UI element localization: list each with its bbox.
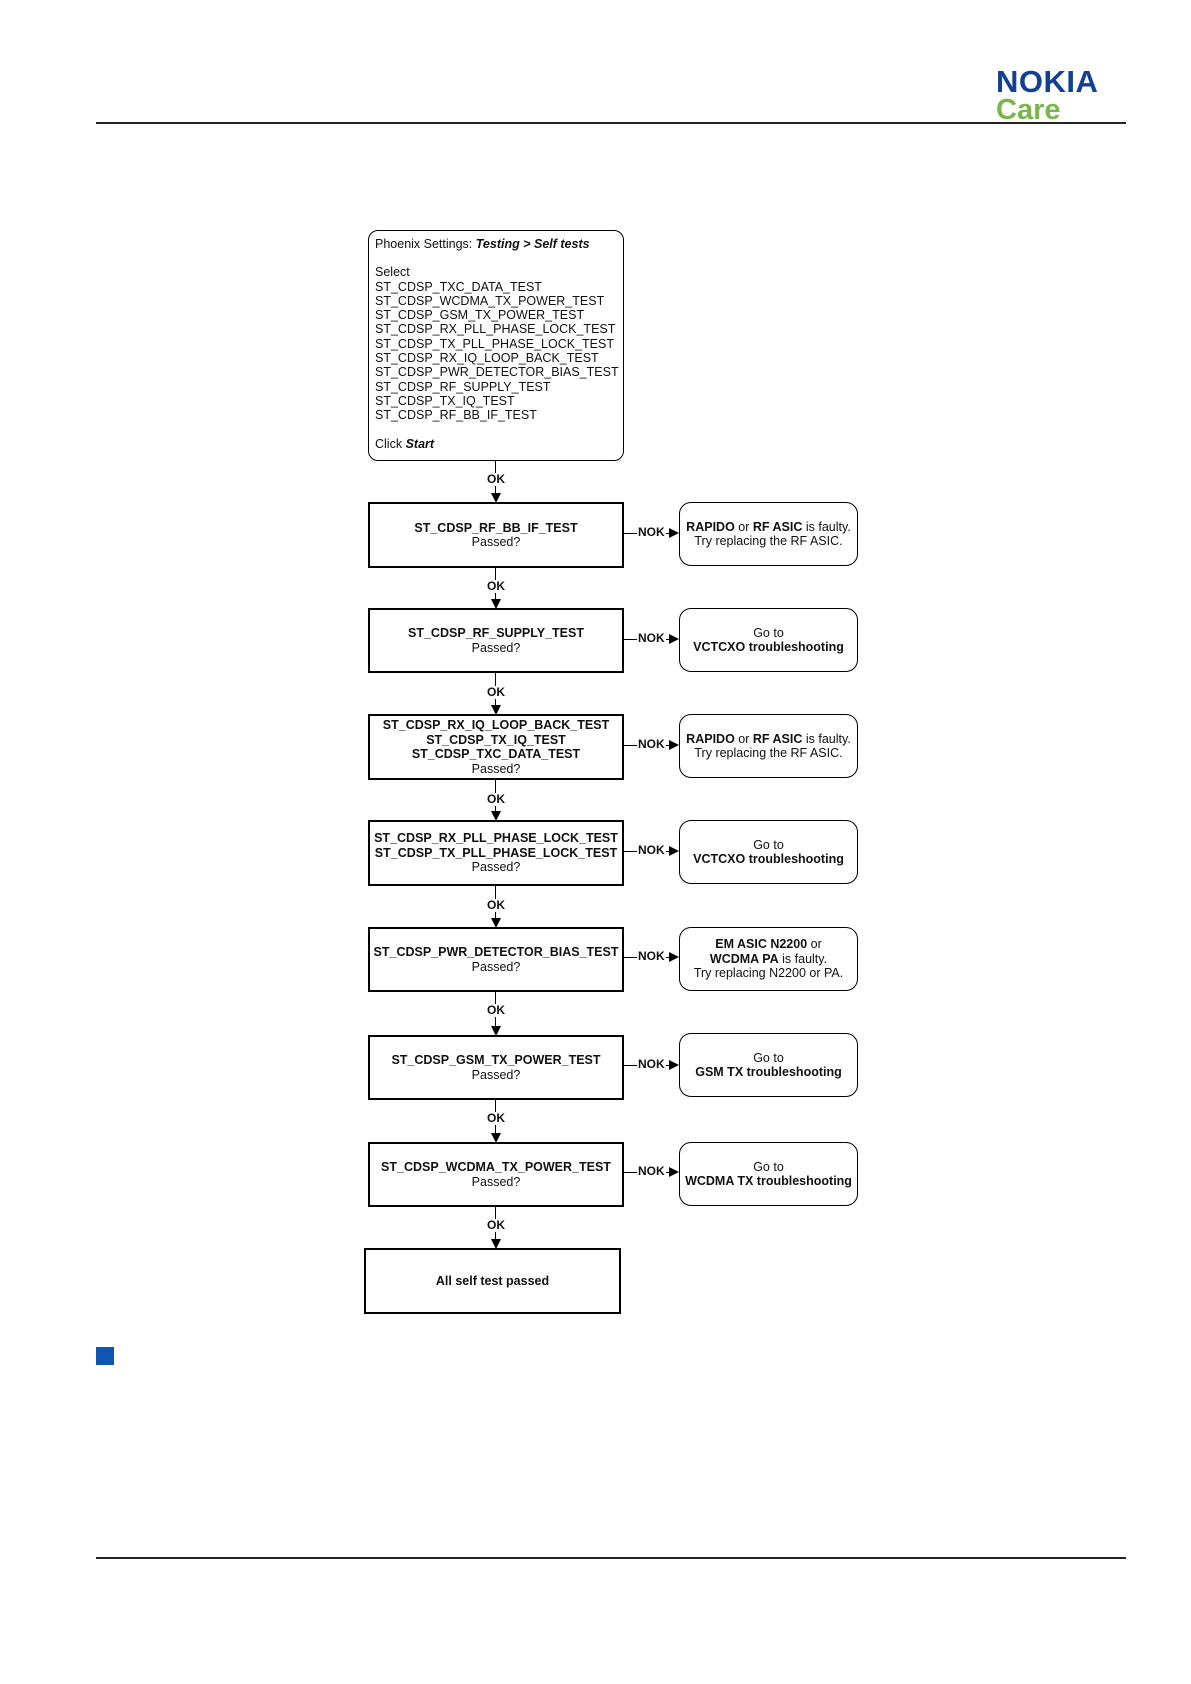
step-test-name: ST_CDSP_GSM_TX_POWER_TEST <box>391 1053 601 1067</box>
test-step-pwr-detector-bias: ST_CDSP_PWR_DETECTOR_BIAS_TEST Passed? <box>368 927 624 992</box>
result-wcdma-tx-troubleshooting: Go to WCDMA TX troubleshooting <box>679 1142 858 1206</box>
intro-test-item: ST_CDSP_TXC_DATA_TEST <box>375 279 542 294</box>
arrow-down <box>491 493 501 503</box>
footer-rule <box>96 1557 1126 1559</box>
final-text: All self test passed <box>435 1273 550 1288</box>
step-test-name: ST_CDSP_TXC_DATA_TEST <box>411 747 581 761</box>
ok-label: OK <box>486 1218 506 1232</box>
arrow-right <box>669 740 679 750</box>
test-step-iq-loop-back: ST_CDSP_RX_IQ_LOOP_BACK_TEST ST_CDSP_TX_… <box>368 714 624 780</box>
nok-label: NOK <box>637 1057 666 1071</box>
nokia-care-logo: NOKIA Care <box>996 66 1131 126</box>
passed-question: Passed? <box>471 959 521 974</box>
intro-test-item: ST_CDSP_TX_IQ_TEST <box>375 393 515 408</box>
ok-label: OK <box>486 1003 506 1017</box>
nok-label: NOK <box>637 525 666 539</box>
arrow-down <box>491 811 501 821</box>
ok-label: OK <box>486 579 506 593</box>
final-all-passed: All self test passed <box>364 1248 621 1314</box>
step-test-name: ST_CDSP_TX_PLL_PHASE_LOCK_TEST <box>374 845 618 860</box>
ok-label: OK <box>486 1111 506 1125</box>
arrow-right <box>669 1060 679 1070</box>
intro-click-start: Click Start <box>375 436 435 451</box>
test-step-pll-phase-lock: ST_CDSP_RX_PLL_PHASE_LOCK_TEST ST_CDSP_T… <box>368 820 624 886</box>
result-rapido-rf-asic: RAPIDO or RF ASIC is faulty. Try replaci… <box>679 502 858 566</box>
step-test-name: ST_CDSP_RX_IQ_LOOP_BACK_TEST <box>382 718 610 732</box>
arrow-down <box>491 599 501 609</box>
ok-label: OK <box>486 472 506 486</box>
result-vctcxo-troubleshooting: Go to VCTCXO troubleshooting <box>679 820 858 884</box>
nok-label: NOK <box>637 949 666 963</box>
arrow-down <box>491 1133 501 1143</box>
intro-box: Phoenix Settings: Testing > Self tests S… <box>368 230 624 461</box>
intro-test-item: ST_CDSP_PWR_DETECTOR_BIAS_TEST <box>375 365 619 380</box>
intro-test-item: ST_CDSP_RF_BB_IF_TEST <box>375 408 537 423</box>
intro-test-item: ST_CDSP_RX_IQ_LOOP_BACK_TEST <box>375 351 599 366</box>
settings-path: Testing > Self tests <box>475 237 590 251</box>
blue-square-bullet <box>96 1347 114 1365</box>
ok-label: OK <box>486 685 506 699</box>
passed-question: Passed? <box>471 1067 521 1082</box>
passed-question: Passed? <box>471 860 521 875</box>
intro-test-item: ST_CDSP_RX_PLL_PHASE_LOCK_TEST <box>375 322 616 337</box>
result-gsm-tx-troubleshooting: Go to GSM TX troubleshooting <box>679 1033 858 1097</box>
arrow-right <box>669 1167 679 1177</box>
arrow-down <box>491 1239 501 1249</box>
result-vctcxo-troubleshooting: Go to VCTCXO troubleshooting <box>679 608 858 672</box>
arrow-down <box>491 918 501 928</box>
step-test-name: ST_CDSP_WCDMA_TX_POWER_TEST <box>381 1160 611 1174</box>
ok-label: OK <box>486 792 506 806</box>
passed-question: Passed? <box>471 1174 521 1189</box>
nok-label: NOK <box>637 631 666 645</box>
nok-label: NOK <box>637 737 666 751</box>
step-test-name: ST_CDSP_RF_SUPPLY_TEST <box>408 626 584 640</box>
test-step-rf-supply: ST_CDSP_RF_SUPPLY_TEST Passed? <box>368 608 624 673</box>
ok-label: OK <box>486 898 506 912</box>
passed-question: Passed? <box>471 535 521 549</box>
intro-test-item: ST_CDSP_TX_PLL_PHASE_LOCK_TEST <box>375 336 614 351</box>
header-rule <box>96 122 1126 124</box>
step-test-name: ST_CDSP_TX_IQ_TEST <box>426 732 566 747</box>
passed-question: Passed? <box>471 761 521 776</box>
arrow-right <box>669 634 679 644</box>
logo-nokia-text: NOKIA <box>996 64 1099 99</box>
arrow-right <box>669 952 679 962</box>
result-em-asic-wcdma-pa: EM ASIC N2200 or WCDMA PA is faulty. Try… <box>679 927 858 991</box>
passed-question: Passed? <box>471 640 521 655</box>
step-test-name: ST_CDSP_RX_PLL_PHASE_LOCK_TEST <box>374 831 618 846</box>
test-step-wcdma-tx-power: ST_CDSP_WCDMA_TX_POWER_TEST Passed? <box>368 1142 624 1207</box>
nok-label: NOK <box>637 1164 666 1178</box>
intro-select: Select <box>375 265 410 280</box>
test-step-rf-bb-if: ST_CDSP_RF_BB_IF_TEST Passed? <box>368 502 624 568</box>
nok-label: NOK <box>637 843 666 857</box>
step-test-name: ST_CDSP_PWR_DETECTOR_BIAS_TEST <box>373 945 619 959</box>
test-step-gsm-tx-power: ST_CDSP_GSM_TX_POWER_TEST Passed? <box>368 1035 624 1100</box>
step-test-name: ST_CDSP_RF_BB_IF_TEST <box>414 520 578 535</box>
intro-settings-line: Phoenix Settings: Testing > Self tests <box>375 237 590 251</box>
intro-test-item: ST_CDSP_WCDMA_TX_POWER_TEST <box>375 293 605 308</box>
arrow-down <box>491 1026 501 1036</box>
arrow-down <box>491 705 501 715</box>
result-rapido-rf-asic: RAPIDO or RF ASIC is faulty. Try replaci… <box>679 714 858 778</box>
intro-test-item: ST_CDSP_RF_SUPPLY_TEST <box>375 379 551 394</box>
arrow-right <box>669 528 679 538</box>
logo-care-text: Care <box>996 94 1061 126</box>
arrow-right <box>669 846 679 856</box>
intro-test-item: ST_CDSP_GSM_TX_POWER_TEST <box>375 308 585 323</box>
